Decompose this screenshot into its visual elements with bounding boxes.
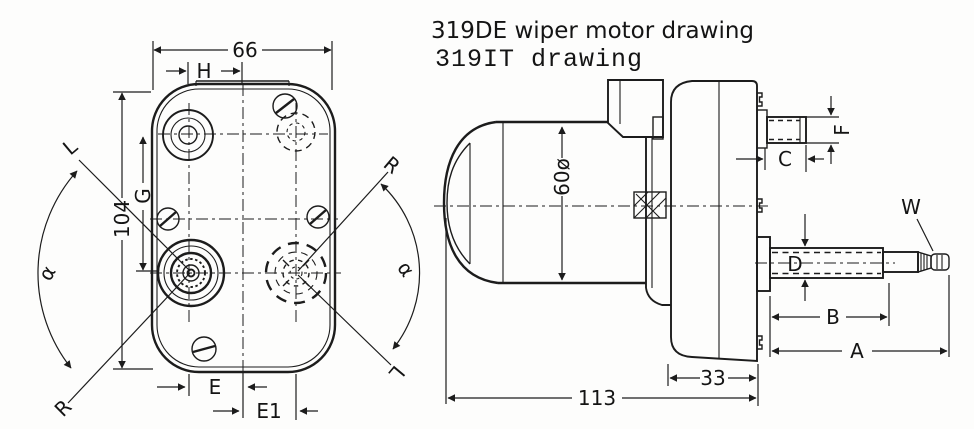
dim-stub-diameter: F bbox=[827, 96, 854, 164]
dim-overall-width: 66 bbox=[152, 38, 333, 90]
mounting-bush bbox=[162, 109, 214, 161]
retaining-clip-bottom bbox=[757, 335, 763, 350]
screw-mid-left bbox=[156, 207, 180, 231]
hidden-hole-top bbox=[276, 112, 316, 152]
screw-top-right bbox=[272, 93, 298, 119]
dim-label-113: 113 bbox=[578, 386, 616, 410]
serrated-tip bbox=[930, 253, 950, 271]
dim-label-d: D bbox=[787, 252, 802, 276]
terminal-block bbox=[607, 79, 664, 140]
dim-label-a: A bbox=[850, 339, 864, 363]
label-w: W bbox=[901, 195, 921, 219]
dim-shaft-overall-length: A bbox=[771, 275, 950, 363]
dim-shaft-offset: G bbox=[131, 136, 158, 272]
dim-stub-length: C bbox=[736, 145, 824, 172]
mounting-flange bbox=[645, 137, 671, 306]
dim-label-66: 66 bbox=[232, 38, 257, 62]
dim-overall-height: 104 bbox=[110, 91, 153, 370]
dim-label-g: G bbox=[131, 188, 155, 204]
dim-e: E bbox=[157, 372, 267, 418]
retaining-clip-top bbox=[757, 92, 763, 107]
link-label-l-top-left: L bbox=[58, 134, 83, 160]
dim-gearbox-depth: 33 bbox=[667, 364, 759, 406]
shaft-tip-callout: W bbox=[901, 195, 934, 252]
dim-label-h: H bbox=[196, 59, 211, 83]
gearbox-body bbox=[670, 80, 763, 363]
center-lines-front bbox=[150, 84, 341, 372]
dim-overall-length: 113 bbox=[445, 218, 757, 410]
threaded-stub bbox=[756, 109, 839, 149]
link-label-l-bottom-right: L bbox=[384, 361, 410, 386]
dim-label-b: B bbox=[826, 305, 840, 329]
side-view: F C W bbox=[434, 79, 950, 410]
sweep-geometry-left: L R α bbox=[33, 134, 191, 421]
dim-label-e: E bbox=[209, 375, 222, 399]
screw-bottom bbox=[191, 336, 217, 362]
motor-body bbox=[442, 120, 646, 285]
dim-label-c: C bbox=[778, 147, 792, 171]
sweep-angle-right: α bbox=[392, 257, 419, 282]
output-shaft-side bbox=[756, 236, 950, 292]
dim-label-104: 104 bbox=[110, 200, 134, 238]
through-bolt bbox=[633, 191, 667, 219]
sweep-angle-left: α bbox=[33, 261, 60, 284]
dim-label-33: 33 bbox=[700, 366, 725, 390]
drawing-title: 319DE wiper motor drawing 319IT drawing bbox=[431, 18, 754, 74]
dim-label-e1: E1 bbox=[256, 399, 281, 423]
link-label-r-top-right: R bbox=[379, 151, 405, 178]
dim-motor-diameter: 60ø bbox=[550, 126, 574, 281]
center-lines-side bbox=[434, 205, 895, 264]
title-line-1: 319DE wiper motor drawing bbox=[431, 18, 754, 44]
sweep-geometry-right: R L α bbox=[297, 151, 421, 386]
dim-e1: E1 bbox=[213, 374, 318, 423]
title-line-2: 319IT drawing bbox=[435, 45, 643, 74]
dim-shaft-thread-length: B bbox=[769, 283, 890, 357]
output-shaft-front bbox=[156, 238, 226, 308]
dim-label-f: F bbox=[830, 124, 854, 136]
front-view: L R α R L α 66 H bbox=[33, 38, 421, 423]
screw-mid-right bbox=[306, 205, 330, 229]
dim-hole-offset: H bbox=[166, 59, 243, 84]
dim-label-60: 60ø bbox=[550, 158, 574, 196]
dim-shaft-diameter: D bbox=[787, 214, 809, 301]
